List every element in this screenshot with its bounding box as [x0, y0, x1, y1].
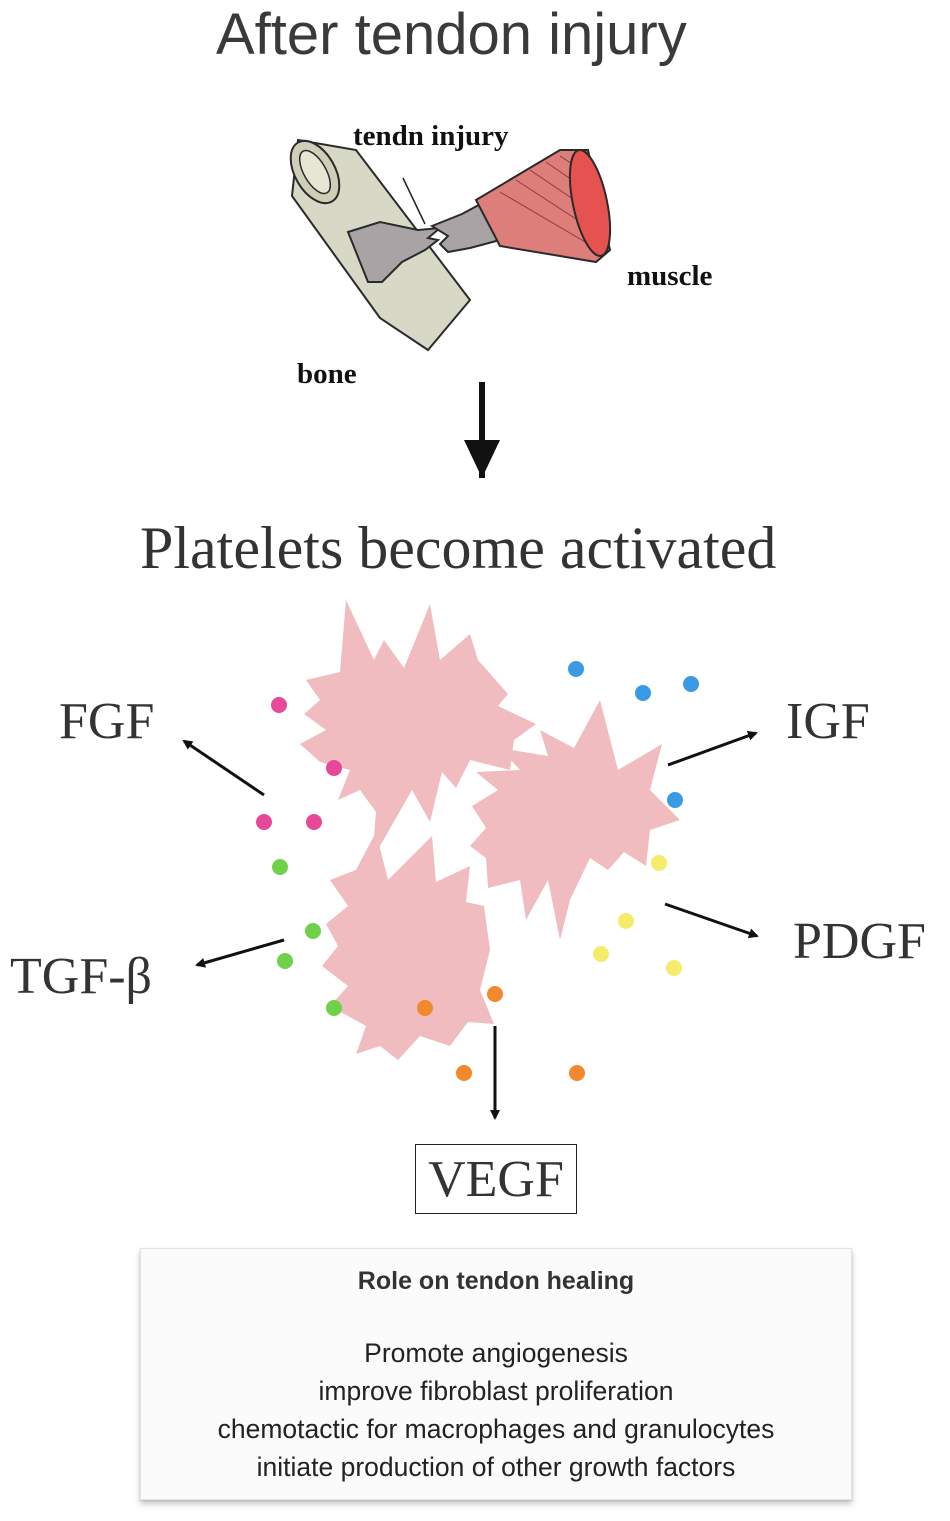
tgf-dot [277, 953, 293, 969]
platelet-top-left [300, 600, 536, 860]
platelets-activated-title: Platelets become activated [140, 515, 777, 581]
vegf-dot [456, 1065, 472, 1081]
platelet-cluster [300, 600, 680, 1060]
fgf-dot [256, 814, 272, 830]
tgf-beta-label: TGF-β [10, 948, 153, 1005]
role-line: improve fibroblast proliferation [318, 1376, 674, 1406]
role-line: chemotactic for macrophages and granuloc… [217, 1414, 775, 1444]
muscle-label: muscle [627, 260, 713, 292]
role-info-box: Role on tendon healing Promote angiogene… [140, 1248, 852, 1500]
bone-label: bone [297, 358, 357, 390]
fgf-dot [271, 697, 287, 713]
igf-dot [635, 685, 651, 701]
pdgf-dot [666, 960, 682, 976]
fgf-arrow [182, 739, 265, 797]
pdgf-dot [651, 855, 667, 871]
vegf-dot [569, 1065, 585, 1081]
vegf-box: VEGF [415, 1144, 577, 1214]
role-lines: Promote angiogenesis improve fibroblast … [141, 1334, 851, 1486]
tgf-dot [272, 859, 288, 875]
tendon-injury-label: tendn injury [353, 120, 509, 152]
tgf-dot [305, 923, 321, 939]
fgf-dot [306, 814, 322, 830]
igf-dot [568, 661, 584, 677]
platelet-bottom-left [322, 832, 494, 1060]
tgf-dot [326, 1000, 342, 1016]
pdgf-dot [593, 946, 609, 962]
vegf-dot [417, 1000, 433, 1016]
growth-factor-dots [256, 661, 699, 1081]
platelet-right [470, 700, 680, 940]
muscle-illustration [474, 149, 612, 264]
fgf-label: FGF [59, 693, 155, 750]
role-title: Role on tendon healing [357, 1267, 635, 1295]
igf-arrow [667, 731, 758, 767]
page-title: After tendon injury [216, 2, 687, 67]
role-line: Promote angiogenesis [364, 1338, 628, 1368]
injury-pointer-line [402, 177, 426, 225]
pdgf-dot [618, 913, 634, 929]
pdgf-label: PDGF [793, 913, 926, 970]
pdgf-arrow [664, 902, 759, 939]
tgf-arrow [195, 938, 285, 968]
vegf-label: VEGF [428, 1150, 564, 1208]
igf-label: IGF [786, 693, 870, 750]
igf-dot [683, 676, 699, 692]
role-line: initiate production of other growth fact… [256, 1452, 736, 1482]
fgf-dot [326, 760, 342, 776]
igf-dot [667, 792, 683, 808]
vegf-dot [487, 986, 503, 1002]
